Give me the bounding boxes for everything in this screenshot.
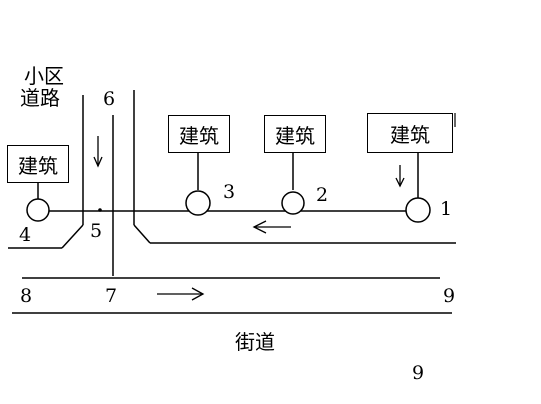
flow-arrow-down-community	[93, 136, 103, 168]
community-road-right-bend	[133, 224, 151, 244]
node-5-dot	[98, 208, 102, 212]
building-left: 建筑	[7, 145, 69, 183]
node-label-9-bottom: 9	[412, 362, 425, 384]
node-label-3: 3	[223, 181, 236, 203]
community-road-label-line2: 道路	[20, 86, 60, 110]
building-2-label: 建筑	[275, 123, 315, 148]
node-label-8: 8	[20, 285, 33, 307]
building-3-label: 建筑	[179, 123, 219, 148]
flow-arrow-left-main	[252, 220, 291, 234]
node-label-4: 4	[19, 224, 32, 246]
building-3: 建筑	[168, 115, 230, 153]
node-label-2: 2	[316, 184, 329, 206]
node-label-1: 1	[440, 198, 453, 220]
community-road-left-bend	[61, 224, 84, 249]
building-1-label: 建筑	[390, 122, 430, 147]
node-label-6: 6	[103, 88, 116, 110]
manhole-3	[185, 190, 211, 216]
node-label-9-right: 9	[443, 285, 456, 307]
flow-arrow-right-street	[157, 287, 205, 301]
building-1: 建筑	[367, 113, 453, 153]
community-road-label-line1: 小区	[24, 64, 64, 88]
node-label-7: 7	[105, 285, 118, 307]
manhole-2	[281, 191, 305, 215]
node-label-5: 5	[90, 220, 103, 242]
building-left-label: 建筑	[18, 153, 58, 178]
street-label: 街道	[235, 330, 275, 354]
manhole-4	[26, 198, 50, 222]
building-2: 建筑	[264, 115, 326, 153]
manhole-1	[405, 197, 431, 223]
flow-arrow-down-building-1	[395, 165, 405, 188]
